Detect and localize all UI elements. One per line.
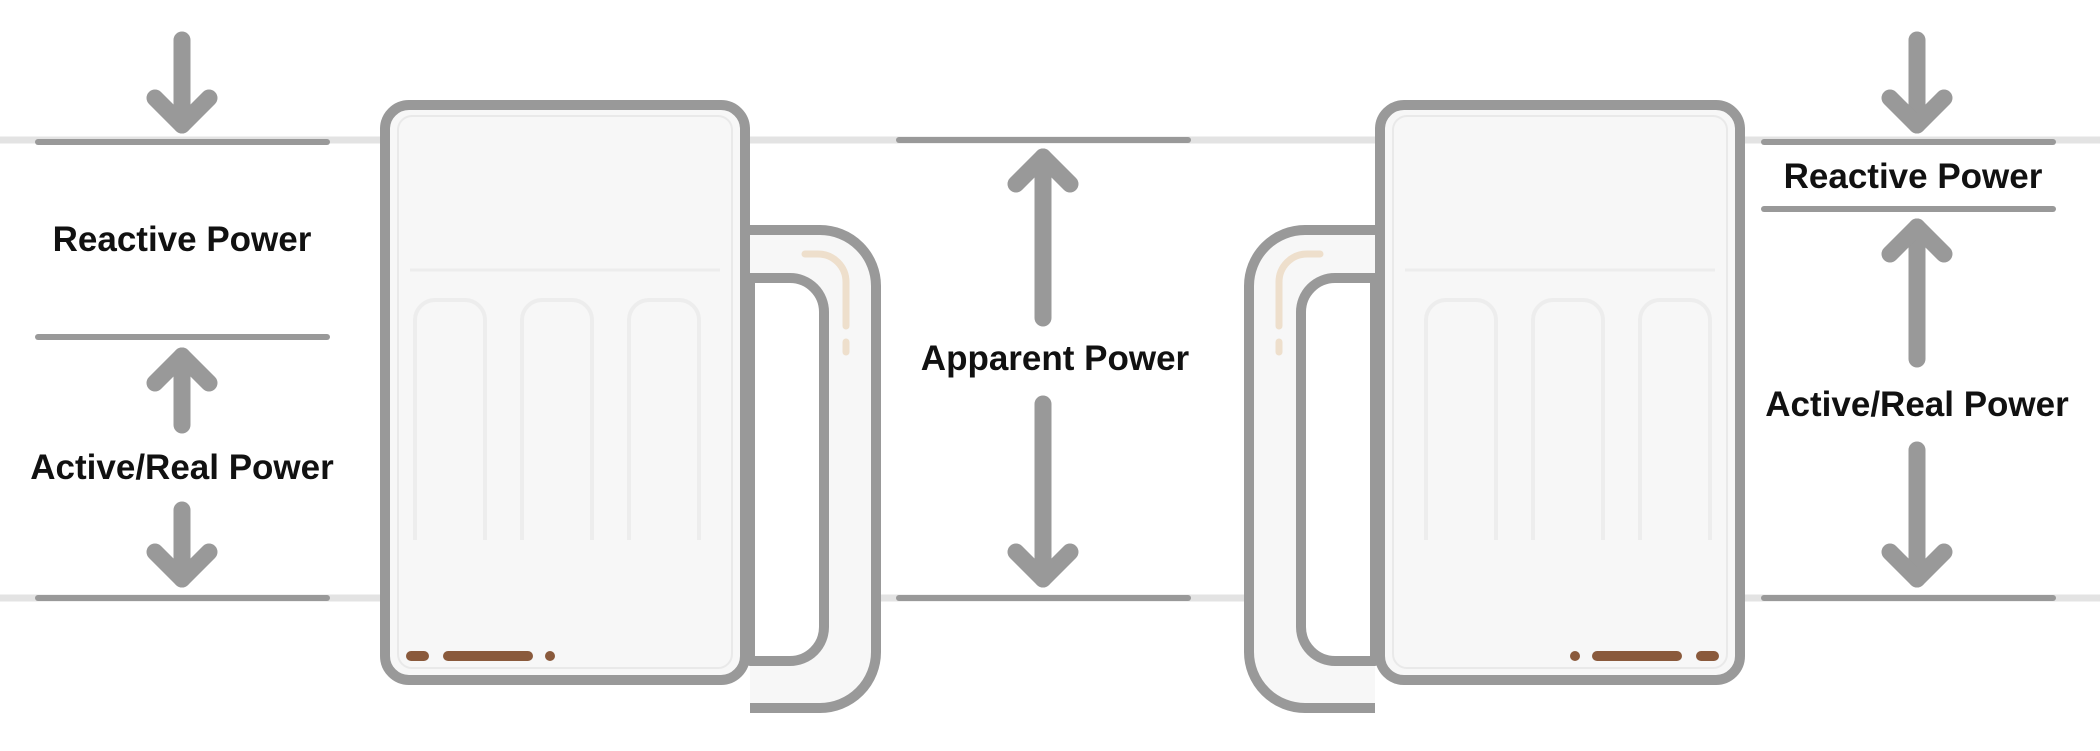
left-reactive-power-label: Reactive Power: [53, 220, 312, 259]
right-top-down-arrow-icon: [1881, 31, 1953, 134]
left-active-power-label: Active/Real Power: [30, 448, 334, 487]
left-bottom-down-arrow-icon: [146, 501, 218, 588]
right-bottom-down-arrow-icon: [1881, 441, 1953, 588]
right-beer-mug-icon: [1249, 105, 1740, 708]
center-scale: [896, 137, 1191, 601]
left-mid-up-arrow-icon: [146, 347, 218, 434]
right-active-power-label: Active/Real Power: [1765, 385, 2069, 424]
left-scale: [35, 31, 330, 601]
left-top-down-arrow-icon: [146, 31, 218, 134]
left-beer-mug-icon: [385, 105, 876, 708]
right-mid-up-arrow-icon: [1881, 218, 1953, 368]
center-apparent-power-label: Apparent Power: [921, 339, 1190, 378]
right-reactive-power-label: Reactive Power: [1784, 157, 2043, 196]
center-down-arrow-icon: [1007, 395, 1079, 588]
center-up-arrow-icon: [1007, 148, 1079, 327]
right-scale: [1761, 31, 2056, 601]
